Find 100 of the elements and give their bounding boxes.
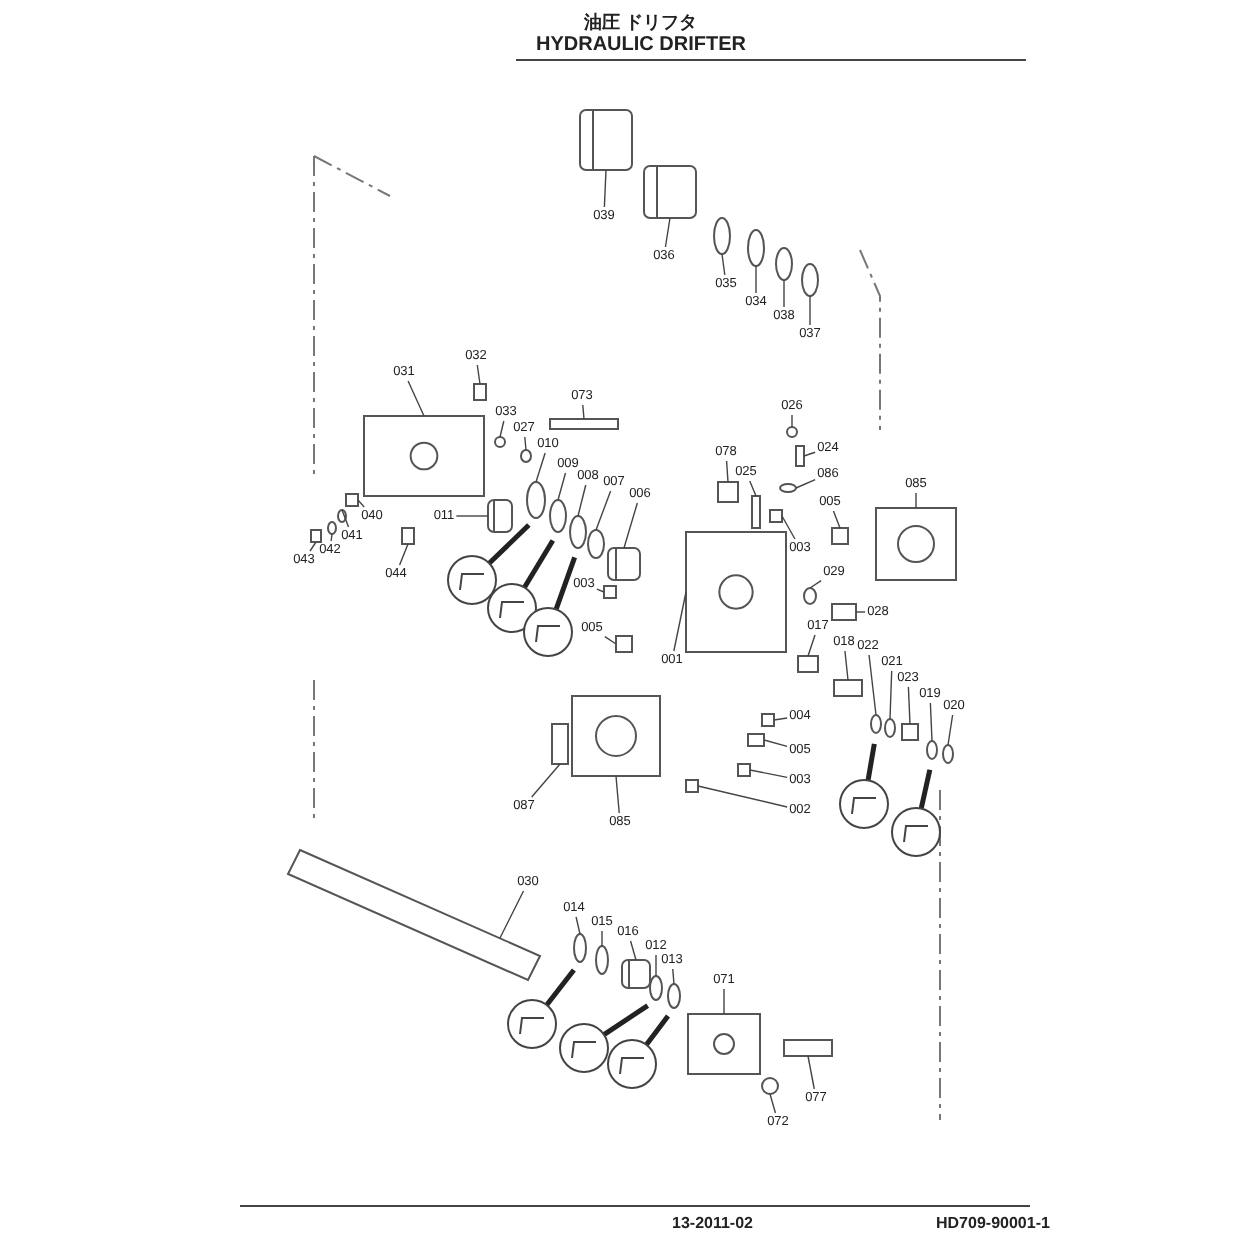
seal-ring-drawing [870,714,882,734]
leader-line [309,541,317,552]
pin-drawing [751,495,761,529]
seal-ring-drawing [761,1077,779,1095]
seal-ring-drawing [595,945,609,975]
seal-ring-drawing [803,587,817,605]
leader-line [673,591,687,652]
seal-ring-drawing [549,499,567,533]
leader-line [341,509,350,528]
leader-line [929,702,933,742]
leader-line [672,968,675,985]
bolt-drawing [761,713,775,727]
seal-ring-drawing [779,483,797,493]
leader-line [807,1055,815,1090]
leader-line [603,169,607,208]
housing-drawing [363,415,485,497]
leader-line [832,510,841,529]
plug-drawing [901,723,919,741]
leader-line [629,940,637,961]
leader-line [615,775,620,814]
sleeve-drawing [487,499,513,533]
leader-line [455,515,489,517]
leader-line [855,611,866,613]
plug-drawing [831,603,857,621]
leader-line [889,670,893,720]
leader-line [723,988,725,1015]
bolt-drawing [401,527,415,545]
seal-ring-drawing [494,436,506,448]
sleeve-drawing [621,959,651,989]
spool-drawing [833,679,863,697]
subtitle: HYDRAULIC DRIFTER [536,34,746,56]
leader-line [763,739,788,748]
plug-drawing [310,529,322,543]
leader-line [769,1093,777,1114]
seal-ring-drawing [942,744,954,764]
motor-drawing [875,507,957,581]
sleeve-drawing [643,165,697,219]
seal-ring-drawing [587,529,605,559]
pin-drawing [795,445,805,467]
seal-ring-drawing [884,718,896,738]
leader-line [773,717,788,721]
leader-line [803,451,816,457]
leader-line [725,460,729,483]
plug-drawing [831,527,849,545]
leader-line [783,279,785,308]
leader-line [664,217,671,248]
title: 油圧 ドリフタ [584,10,698,36]
leader-line [809,295,811,326]
spool-drawing [797,655,819,673]
leader-line [844,650,849,681]
leader-line [557,472,567,501]
bolt-drawing [783,1039,833,1057]
seal-ring-drawing [337,509,347,523]
housing-drawing [685,531,787,653]
leader-line [749,769,788,779]
sleeve-drawing [607,547,641,581]
seal-ring-drawing [713,217,731,255]
cover-drawing [551,723,569,765]
leader-line [577,484,587,517]
seal-ring-drawing [786,426,798,438]
leader-line [330,533,333,542]
plug-drawing [345,493,359,507]
block-drawing [717,481,739,503]
leader-line [781,515,796,540]
rod-drawing [549,418,619,430]
leader-line [357,499,365,508]
leader-line [407,380,425,417]
bolt-drawing [603,585,617,599]
seal-ring-drawing [775,247,793,281]
seal-ring-drawing [526,481,546,519]
seal-ring-drawing [801,263,819,297]
seal-ring-drawing [649,975,663,1001]
leader-line [655,954,657,977]
leader-line [595,490,612,531]
date-code: 13-2011-02 [672,1214,753,1232]
leader-line [721,253,726,276]
motor-drawing [571,695,661,777]
seal-ring-drawing [569,515,587,549]
bolt-drawing [737,763,751,777]
bolt-drawing [473,383,487,401]
leader-line [807,634,816,657]
leader-line [476,364,481,385]
piston-rod-drawing [286,848,542,982]
leader-line [623,502,639,549]
leader-line [907,686,911,725]
leader-line [604,635,617,645]
leader-line [524,436,527,451]
plug-drawing [615,635,633,653]
bolt-drawing [685,779,699,793]
leader-line [499,890,525,939]
seal-ring-drawing [667,983,681,1009]
leader-line [915,492,917,509]
plug-drawing [747,733,765,747]
leader-line [535,452,546,483]
leader-line [868,654,877,716]
leader-line [398,543,409,566]
leader-line [697,785,788,808]
seal-ring-drawing [327,521,337,535]
leader-line [499,420,505,438]
leader-line [601,930,603,947]
